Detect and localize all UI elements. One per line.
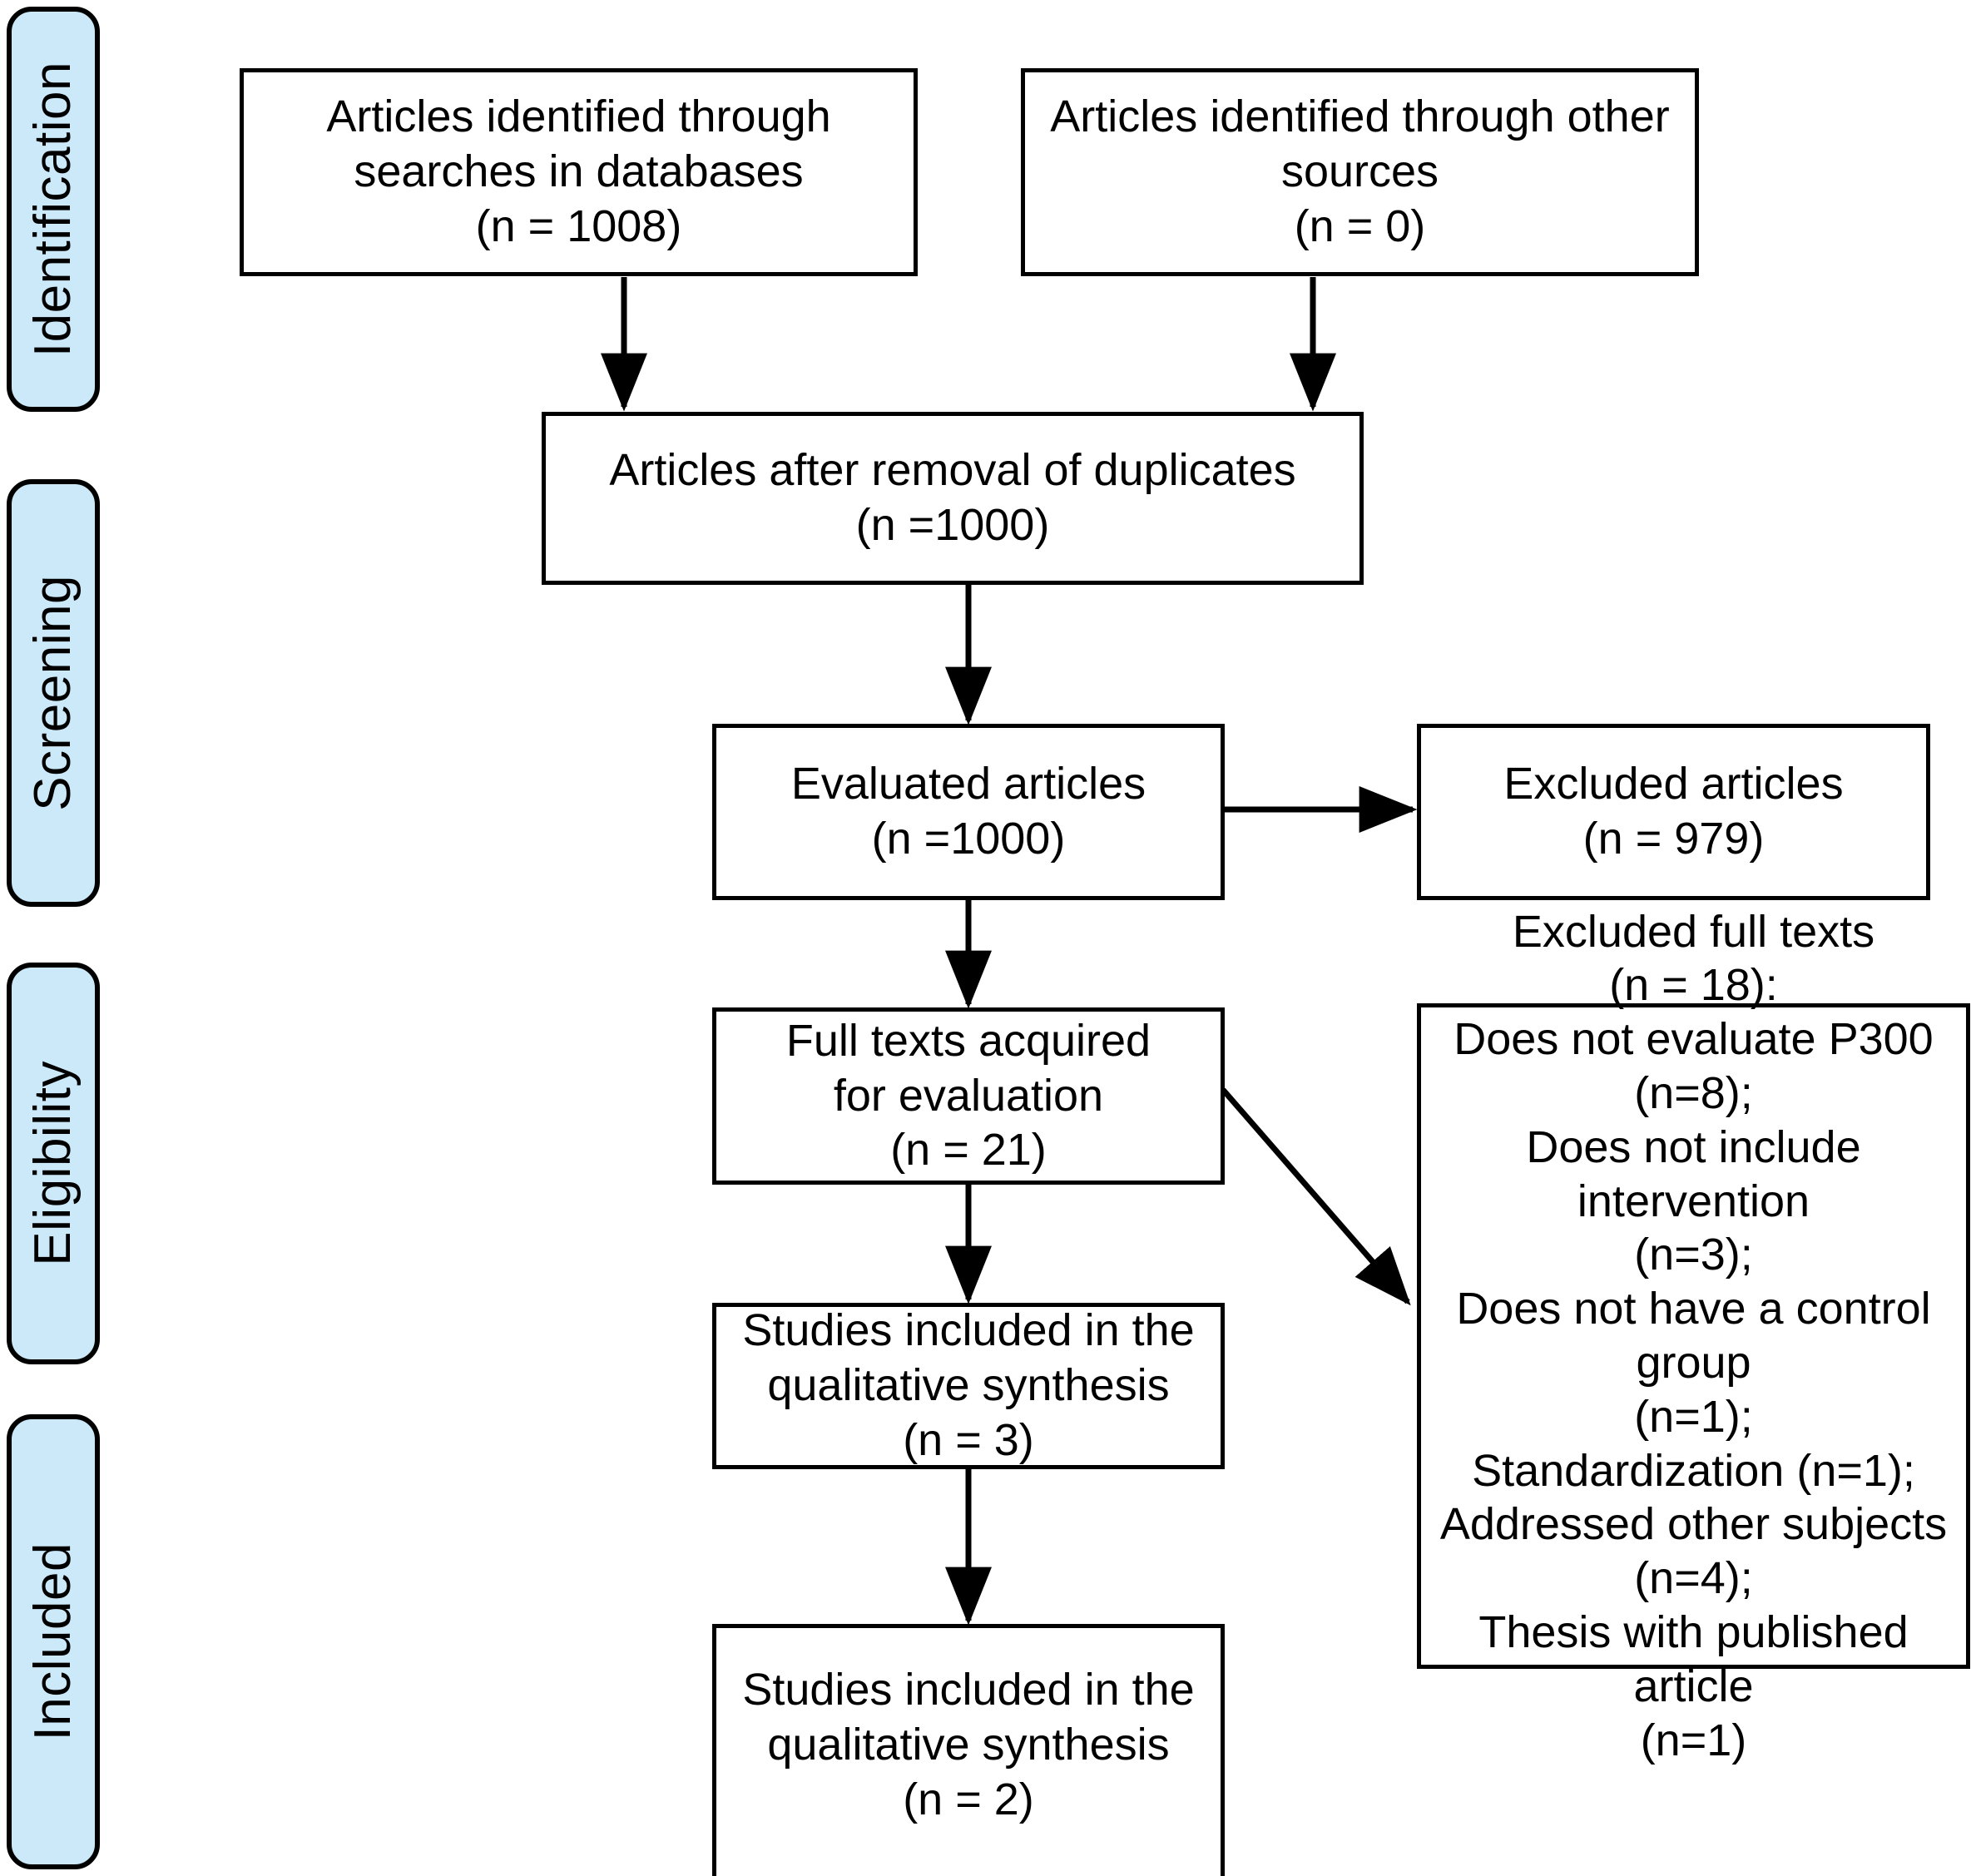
box-after-duplicates-text: Articles after removal of duplicates (n … <box>609 445 1296 550</box>
box-full-texts-acquired: Full texts acquired for evaluation (n = … <box>712 1007 1225 1185</box>
stage-tab-screening-label: Screening <box>24 575 82 811</box>
box-identified-other: Articles identified through other source… <box>1021 68 1699 276</box>
box-identified-databases-text: Articles identified through searches in … <box>326 92 831 251</box>
stage-tab-identification: Identification <box>7 7 100 412</box>
box-evaluated-articles: Evaluated articles (n =1000) <box>712 724 1225 900</box>
box-full-texts-acquired-text: Full texts acquired for evaluation (n = … <box>785 1015 1151 1176</box>
box-qualitative-synthesis-2: Studies included in the qualitative synt… <box>712 1624 1225 1876</box>
box-qualitative-synthesis-3-text: Studies included in the qualitative synt… <box>742 1305 1195 1465</box>
box-identified-other-text: Articles identified through other source… <box>1050 92 1670 251</box>
box-identified-databases: Articles identified through searches in … <box>240 68 918 276</box>
stage-tab-eligibility: Eligibility <box>7 963 100 1364</box>
box-excluded-full-texts: Excluded full texts (n = 18): Does not e… <box>1417 907 1970 1765</box>
stage-tab-included: Included <box>7 1414 100 1869</box>
box-qualitative-synthesis-2-text: Studies included in the qualitative synt… <box>742 1665 1195 1824</box>
stage-tab-screening: Screening <box>7 479 100 907</box>
box-excluded-articles-text: Excluded articles (n = 979) <box>1503 759 1844 864</box>
stage-tab-included-label: Included <box>24 1542 82 1741</box>
box-qualitative-synthesis-3: Studies included in the qualitative synt… <box>712 1303 1225 1469</box>
box-after-duplicates: Articles after removal of duplicates (n … <box>542 412 1364 585</box>
stage-tab-eligibility-label: Eligibility <box>24 1061 82 1266</box>
stage-tab-identification-label: Identification <box>24 61 82 358</box>
box-excluded-articles: Excluded articles (n = 979) <box>1417 724 1930 900</box>
box-excluded-full-texts-text: Excluded full texts (n = 18): Does not e… <box>1439 906 1948 1765</box>
box-evaluated-articles-text: Evaluated articles (n =1000) <box>790 759 1146 864</box>
arrow-fulltexts-to-excluded-fulltexts <box>1221 1087 1411 1306</box>
